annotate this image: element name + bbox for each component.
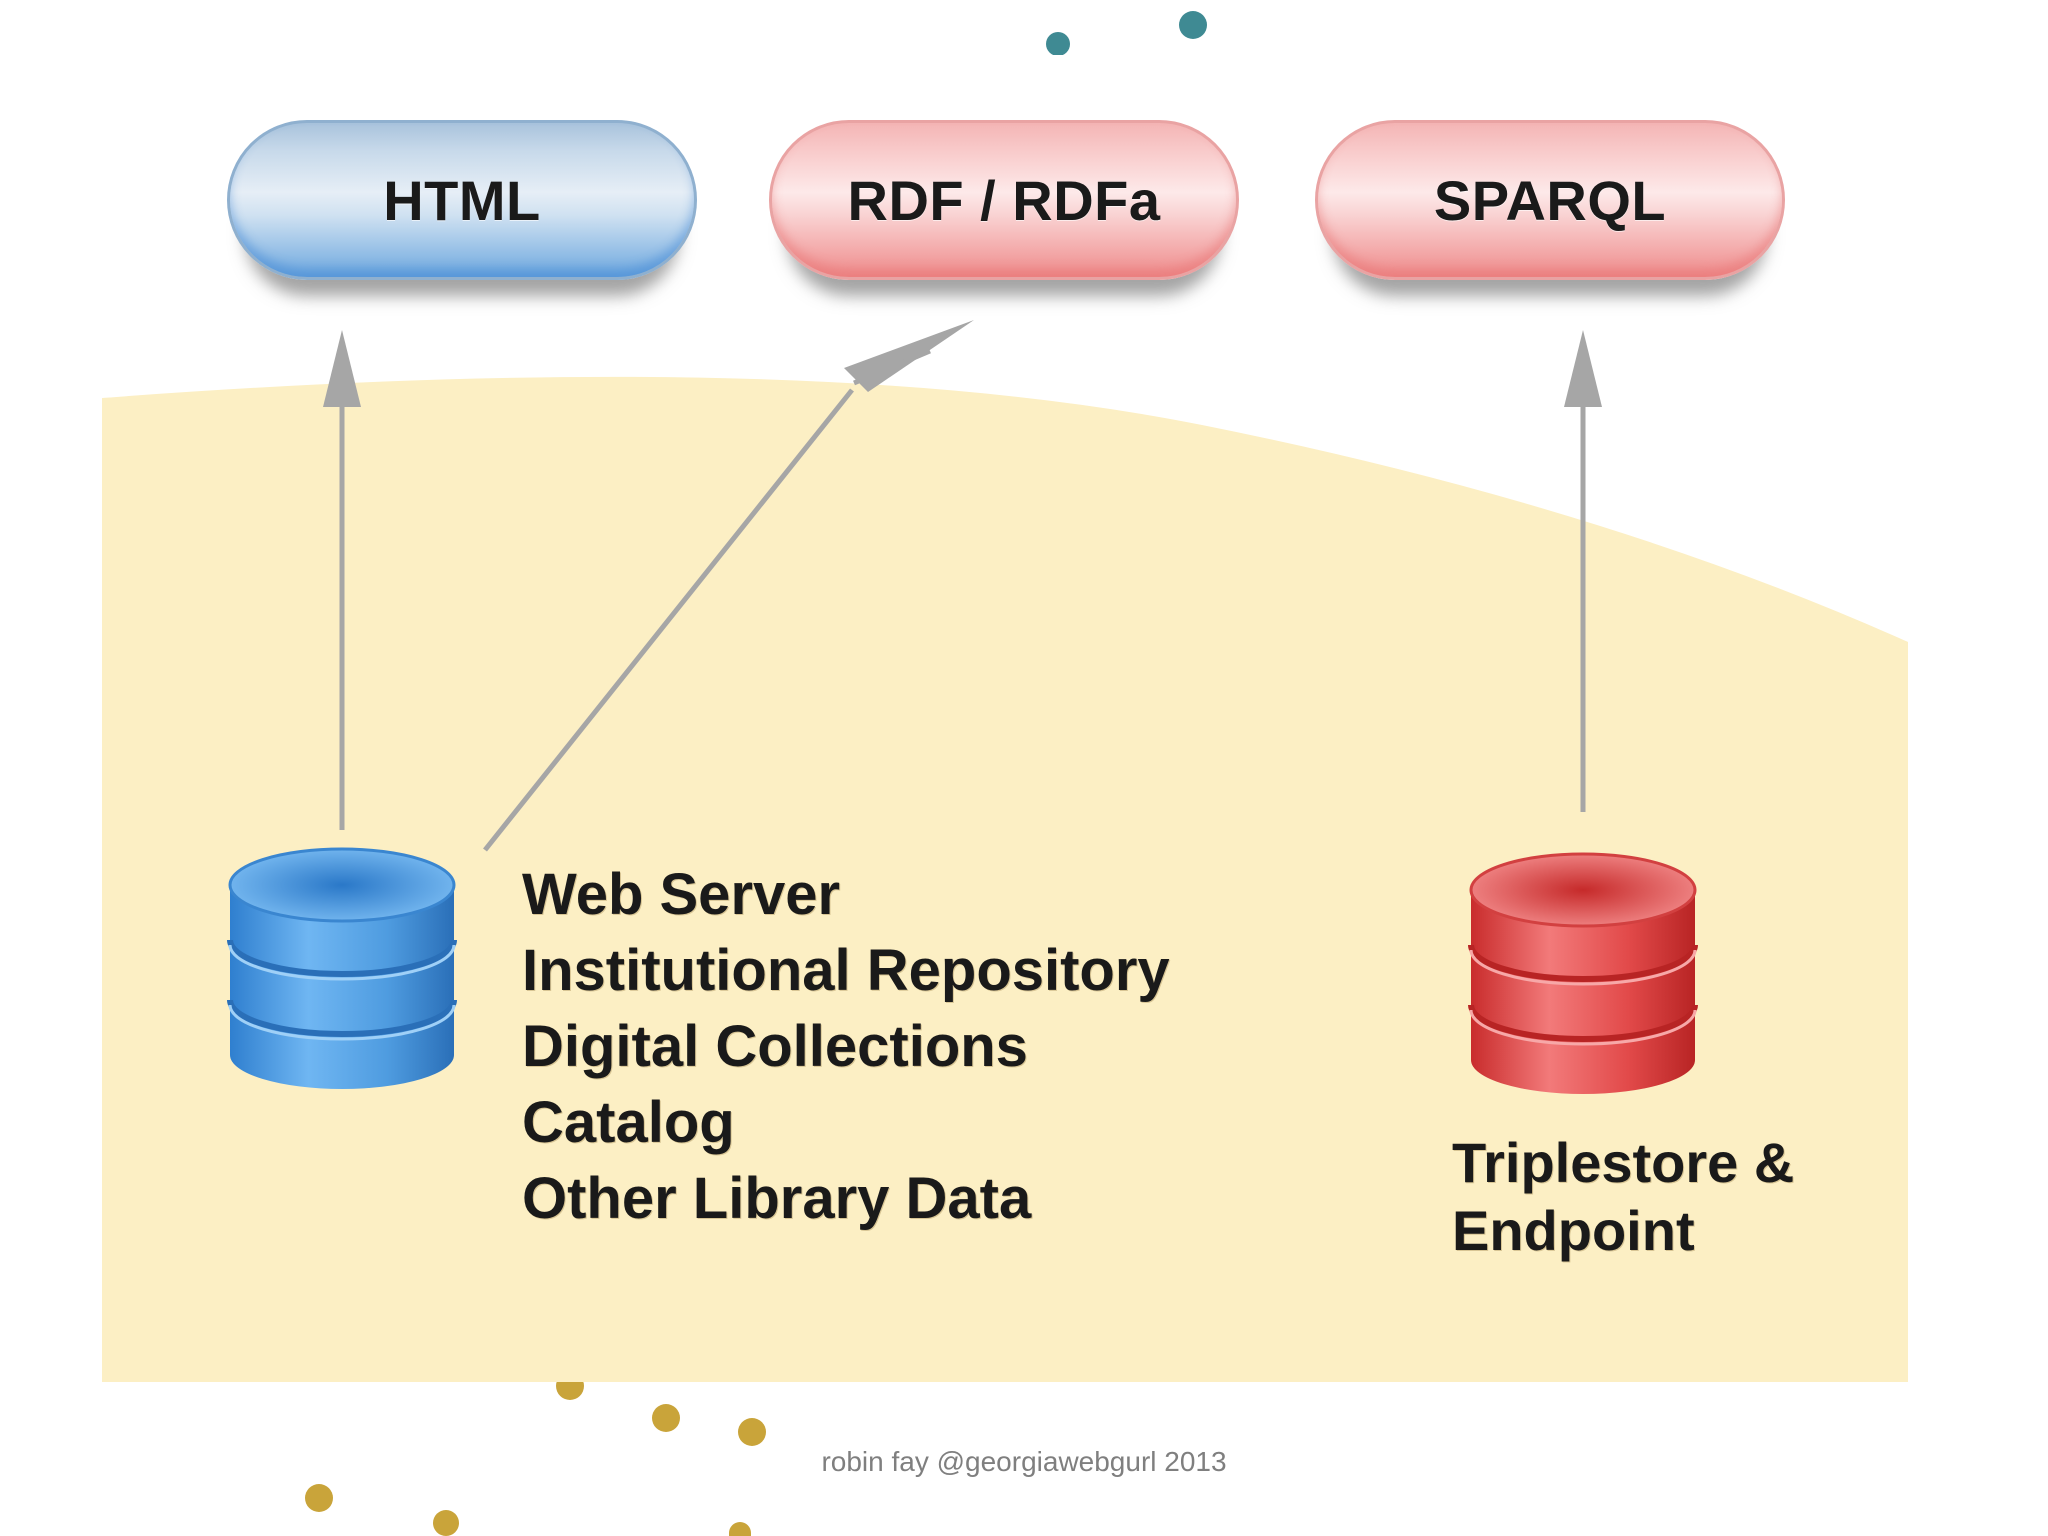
diagram-panel: HTML RDF / RDFa SPARQL Web Server Instit… [102, 55, 1908, 1382]
source-item-digital-collections: Digital Collections [522, 1014, 1028, 1079]
output-sparql-pill: SPARQL [1315, 120, 1785, 280]
source-item-web-server: Web Server [522, 862, 841, 927]
triplestore-label-line: Triplestore & [1452, 1131, 1795, 1194]
web-sources-list: Web Server Institutional Repository Digi… [522, 857, 1170, 1237]
decorative-dot [1046, 32, 1070, 56]
output-rdf-rdfa-pill: RDF / RDFa [769, 120, 1239, 280]
decorative-dot [1179, 11, 1207, 39]
arrow-triplestore-to-sparql [1564, 330, 1602, 812]
arrow-web-to-html [323, 330, 361, 830]
arrow-web-to-rdf [483, 320, 974, 852]
source-item-institutional-repository: Institutional Repository [522, 938, 1170, 1003]
background-band [102, 376, 1908, 1382]
triplestore-label-line: Endpoint [1452, 1199, 1695, 1262]
web-database-icon [227, 847, 457, 1089]
decorative-dot [433, 1510, 459, 1536]
decorative-dot [738, 1418, 766, 1446]
triplestore-database-icon [1468, 852, 1698, 1094]
source-item-catalog: Catalog [522, 1090, 735, 1155]
diagram-canvas [102, 320, 1908, 1382]
decorative-dot [305, 1484, 333, 1512]
source-item-other-library-data: Other Library Data [522, 1166, 1032, 1231]
footer-credit: robin fay @georgiawebgurl 2013 [821, 1446, 1227, 1477]
triplestore-label: Triplestore & Endpoint [1452, 1129, 1872, 1265]
decorative-dot [652, 1404, 680, 1432]
decorative-dot [729, 1522, 751, 1536]
output-html-pill: HTML [227, 120, 697, 280]
